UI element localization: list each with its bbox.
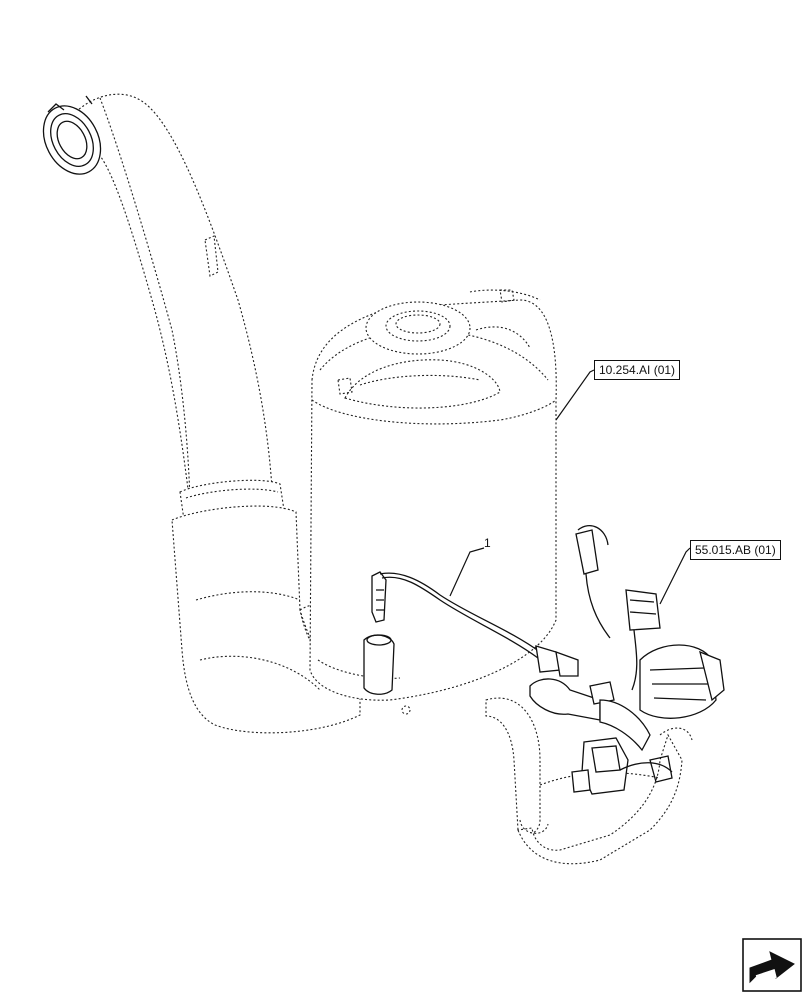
dpf-canister [309, 289, 557, 715]
reference-10-254-ai[interactable]: 10.254.AI (01) [594, 360, 681, 380]
sensor-harness [379, 572, 579, 677]
outlet-hoses [485, 697, 693, 865]
dosing-module-assembly [529, 525, 725, 795]
arrow-bookmark-icon-graphic [742, 938, 802, 992]
temperature-sensor [363, 571, 395, 695]
arrow-bookmark-icon[interactable] [742, 938, 802, 992]
leader-lines [449, 369, 691, 605]
reference-55-015-ab[interactable]: 55.015.AB (01) [690, 540, 781, 560]
callout-item-1: 1 [484, 536, 491, 550]
pipe-clamp [42, 95, 102, 175]
